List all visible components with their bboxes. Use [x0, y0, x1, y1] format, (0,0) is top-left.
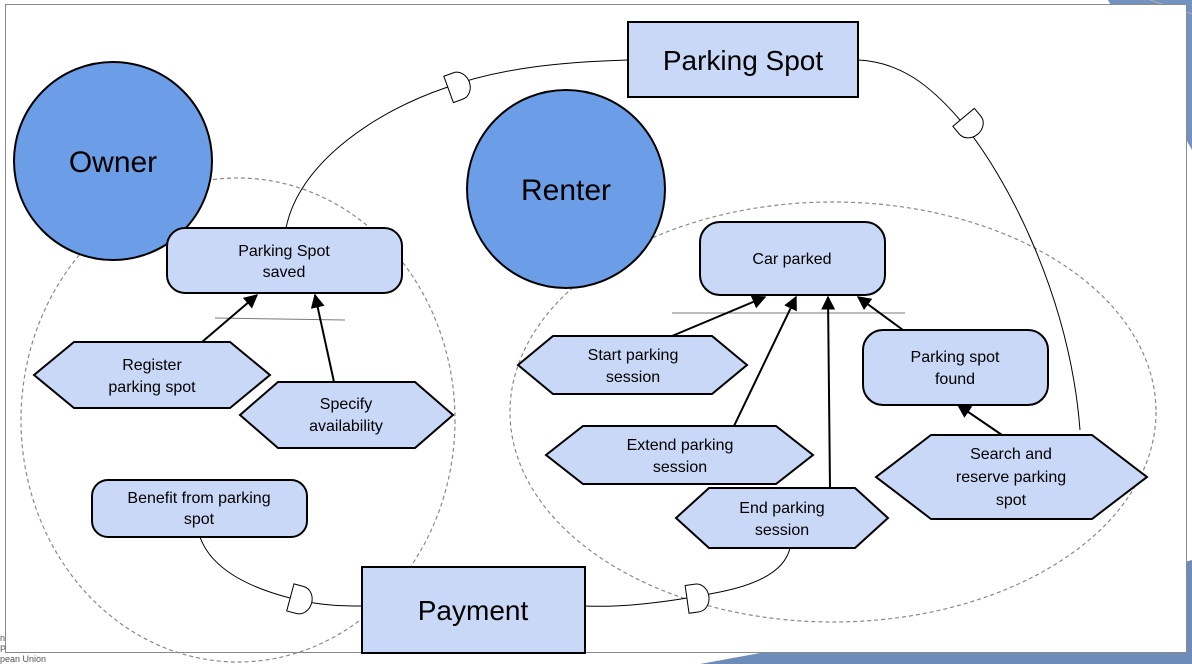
- goal-benefit-from-parking-spot-box: [91, 479, 308, 538]
- task-end-parking-session-line-1: End parking: [739, 500, 824, 517]
- task-end-parking-session-shape: [674, 487, 890, 549]
- goal-benefit-from-parking-spot-line-2: spot: [184, 511, 215, 528]
- dependency-marker: [286, 583, 313, 615]
- dependency-marker: [443, 71, 471, 104]
- task-extend-parking-session[interactable]: Extend parking session: [544, 425, 815, 485]
- arrow-register-to-saved: [201, 294, 259, 343]
- task-start-parking-session-line-2: session: [606, 369, 660, 386]
- task-search-and-reserve-parking-spot[interactable]: Search and reserve parking spot: [874, 434, 1149, 520]
- goal-parking-spot-saved[interactable]: Parking Spot saved: [166, 227, 403, 294]
- dependency-link-parking-spot-to-search: [857, 59, 1081, 431]
- task-start-parking-session-shape: [516, 335, 749, 395]
- actor-renter-label: Renter: [521, 174, 611, 207]
- renter-boundary: [509, 201, 1157, 623]
- dependency-link-benefit-to-payment: [199, 536, 363, 607]
- resource-parking-spot-label: Parking Spot: [663, 45, 824, 76]
- resource-payment[interactable]: Payment: [361, 566, 586, 654]
- task-end-parking-session-line-2: session: [755, 522, 809, 539]
- arrow-found-to-car-parked: [856, 296, 904, 331]
- goal-parking-spot-saved-line-1: Parking Spot: [238, 243, 330, 260]
- resource-payment-box: [361, 566, 586, 654]
- goal-car-parked-box: [699, 221, 886, 296]
- task-register-parking-spot-line-2: parking spot: [108, 379, 196, 396]
- arrow-extend-to-car-parked: [733, 295, 797, 427]
- goal-parking-spot-saved-line-2: saved: [263, 264, 306, 281]
- goal-benefit-from-parking-spot-line-1: Benefit from parking: [127, 490, 270, 507]
- goal-parking-spot-found-box: [862, 329, 1049, 406]
- task-register-parking-spot-shape: [32, 341, 272, 409]
- dependency-marker: [952, 107, 984, 139]
- task-register-parking-spot-line-1: Register: [122, 357, 182, 374]
- actor-renter-circle: [466, 89, 666, 289]
- task-specify-availability-line-2: availability: [309, 418, 383, 435]
- arrow-start-to-car-parked: [671, 295, 767, 337]
- actor-owner-label: Owner: [69, 146, 157, 179]
- goal-parking-spot-saved-box: [166, 227, 403, 294]
- arrow-search-to-found: [956, 404, 1003, 436]
- dependency-link-saved-to-parking-spot: [285, 59, 629, 229]
- goal-benefit-from-parking-spot[interactable]: Benefit from parking spot: [91, 479, 308, 538]
- goal-car-parked[interactable]: Car parked: [699, 221, 886, 296]
- owner-boundary: [20, 177, 456, 663]
- arrow-end-to-car-parked: [821, 295, 836, 489]
- task-extend-parking-session-line-1: Extend parking: [627, 437, 734, 454]
- task-search-and-reserve-parking-spot-line-2: reserve parking: [956, 469, 1066, 486]
- dependency-link-payment-to-end-session: [584, 547, 791, 607]
- task-start-parking-session-line-1: Start parking: [588, 347, 679, 364]
- resource-parking-spot[interactable]: Parking Spot: [627, 21, 859, 98]
- resource-payment-label: Payment: [418, 595, 529, 626]
- goal-parking-spot-found[interactable]: Parking spot found: [862, 329, 1049, 406]
- task-specify-availability-line-1: Specify: [320, 396, 372, 413]
- refinement-bar-owner: [214, 317, 346, 321]
- task-end-parking-session[interactable]: End parking session: [674, 487, 890, 549]
- dependency-marker: [684, 583, 710, 614]
- footer-fragment: pean Union: [0, 654, 47, 664]
- goal-parking-spot-found-line-1: Parking spot: [911, 349, 1000, 366]
- task-search-and-reserve-parking-spot-line-3: spot: [996, 492, 1027, 509]
- footer-fragment: P: [0, 644, 7, 654]
- footer-fragment: n: [0, 633, 6, 643]
- resource-parking-spot-box: [627, 21, 859, 98]
- goal-parking-spot-found-line-2: found: [935, 371, 975, 388]
- task-extend-parking-session-line-2: session: [653, 459, 707, 476]
- task-extend-parking-session-shape: [544, 425, 815, 485]
- actor-owner[interactable]: Owner: [13, 61, 213, 261]
- task-start-parking-session[interactable]: Start parking session: [516, 335, 749, 395]
- task-search-and-reserve-parking-spot-line-1: Search and: [970, 446, 1052, 463]
- actor-renter[interactable]: Renter: [466, 89, 666, 289]
- task-specify-availability[interactable]: Specify availability: [238, 381, 455, 449]
- actor-owner-circle: [13, 61, 213, 261]
- task-register-parking-spot[interactable]: Register parking spot: [32, 341, 272, 409]
- task-specify-availability-shape: [238, 381, 455, 449]
- arrow-specify-to-saved: [310, 293, 335, 383]
- task-search-and-reserve-parking-spot-shape: [874, 434, 1149, 520]
- goal-car-parked-line-1: Car parked: [752, 251, 831, 268]
